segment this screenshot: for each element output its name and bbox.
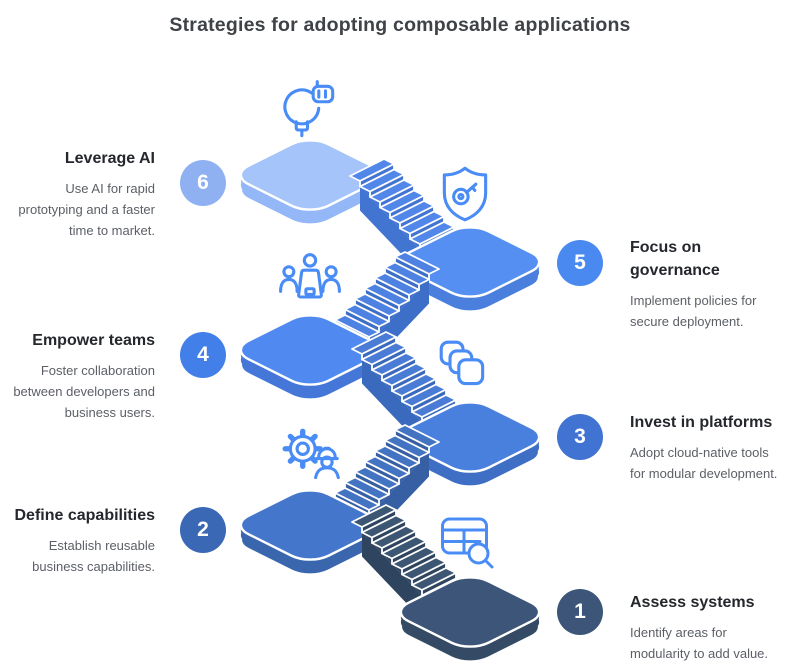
- step-heading: Leverage AI: [64, 150, 155, 167]
- team-icon: [279, 253, 341, 299]
- step-body: Establish reusable business capabilities…: [32, 538, 155, 575]
- step-block-3: Invest in platforms Adopt cloud-native t…: [630, 411, 800, 484]
- step-block-4: Empower teams Foster collaboration betwe…: [0, 329, 155, 423]
- table-search-icon: [441, 517, 494, 569]
- step-badge-2: 2: [180, 507, 226, 553]
- step-block-6: Leverage AI Use AI for rapid prototyping…: [0, 147, 155, 241]
- step-badge-5: 5: [557, 240, 603, 286]
- shield-key-icon: [442, 166, 488, 222]
- step-heading: Assess systems: [630, 594, 755, 611]
- step-heading: Focus on governance: [630, 239, 720, 280]
- step-block-5: Focus on governance Implement policies f…: [630, 236, 800, 332]
- page-title: Strategies for adopting composable appli…: [169, 14, 631, 36]
- step-badge-1: 1: [557, 589, 603, 635]
- step-block-2: Define capabilities Establish reusable b…: [0, 504, 156, 577]
- stacked-squares-icon: [439, 340, 485, 386]
- step-body: Use AI for rapid prototyping and a faste…: [18, 181, 155, 239]
- step-heading: Empower teams: [32, 332, 155, 349]
- step-heading: Define capabilities: [14, 507, 156, 524]
- step-badge-6: 6: [180, 160, 226, 206]
- step-badge-3: 3: [557, 414, 603, 460]
- step-badge-4: 4: [180, 332, 226, 378]
- step-heading: Invest in platforms: [630, 414, 773, 431]
- step-body: Foster collaboration between developers …: [13, 363, 155, 421]
- step-block-1: Assess systems Identify areas for modula…: [630, 591, 800, 664]
- step-body: Identify areas for modularity to add val…: [630, 625, 769, 662]
- step-body: Implement policies for secure deployment…: [630, 293, 757, 330]
- gear-engineer-icon: [282, 428, 340, 480]
- ai-lightbulb-icon: [283, 80, 335, 138]
- step-body: Adopt cloud-native tools for modular dev…: [630, 445, 778, 482]
